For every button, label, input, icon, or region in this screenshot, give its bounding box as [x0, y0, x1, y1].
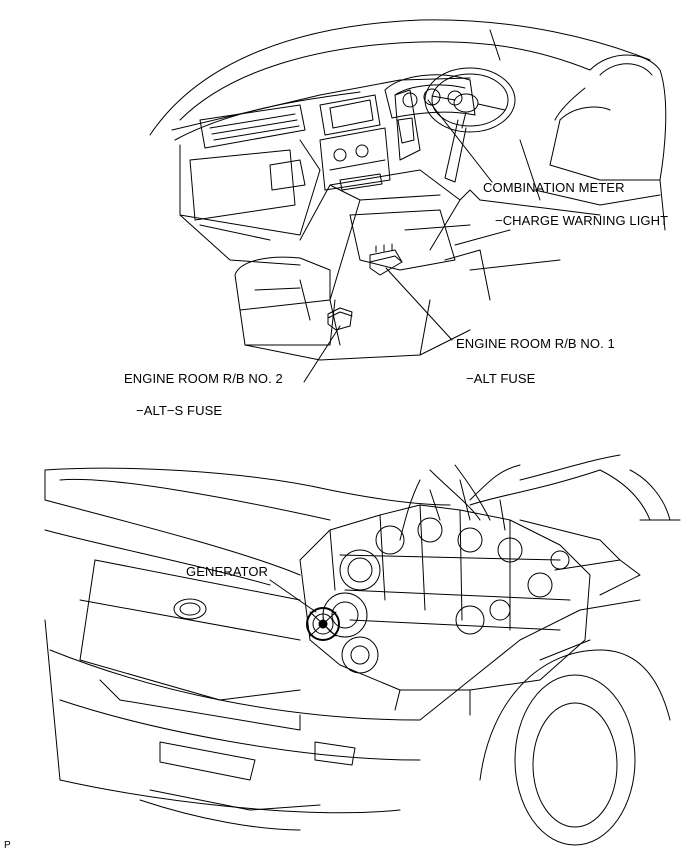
alt-fuse-label: −ALT FUSE [466, 371, 536, 386]
figure-mark: P [4, 840, 11, 851]
engine-room-rb-no1-label: ENGINE ROOM R/B NO. 1 [456, 336, 615, 351]
engine-room-rb-no2-label: ENGINE ROOM R/B NO. 2 [124, 371, 283, 386]
combination-meter-label: COMBINATION METER [483, 180, 625, 195]
generator-label: GENERATOR [186, 564, 269, 579]
engine-illustration [44, 454, 681, 846]
alt-s-fuse-label: −ALT−S FUSE [136, 403, 223, 418]
interior-illustration [149, 19, 667, 361]
generator-leader-line [269, 579, 317, 613]
leader-lines-top [303, 99, 493, 383]
charge-warning-light-label: −CHARGE WARNING LIGHT [495, 213, 669, 228]
